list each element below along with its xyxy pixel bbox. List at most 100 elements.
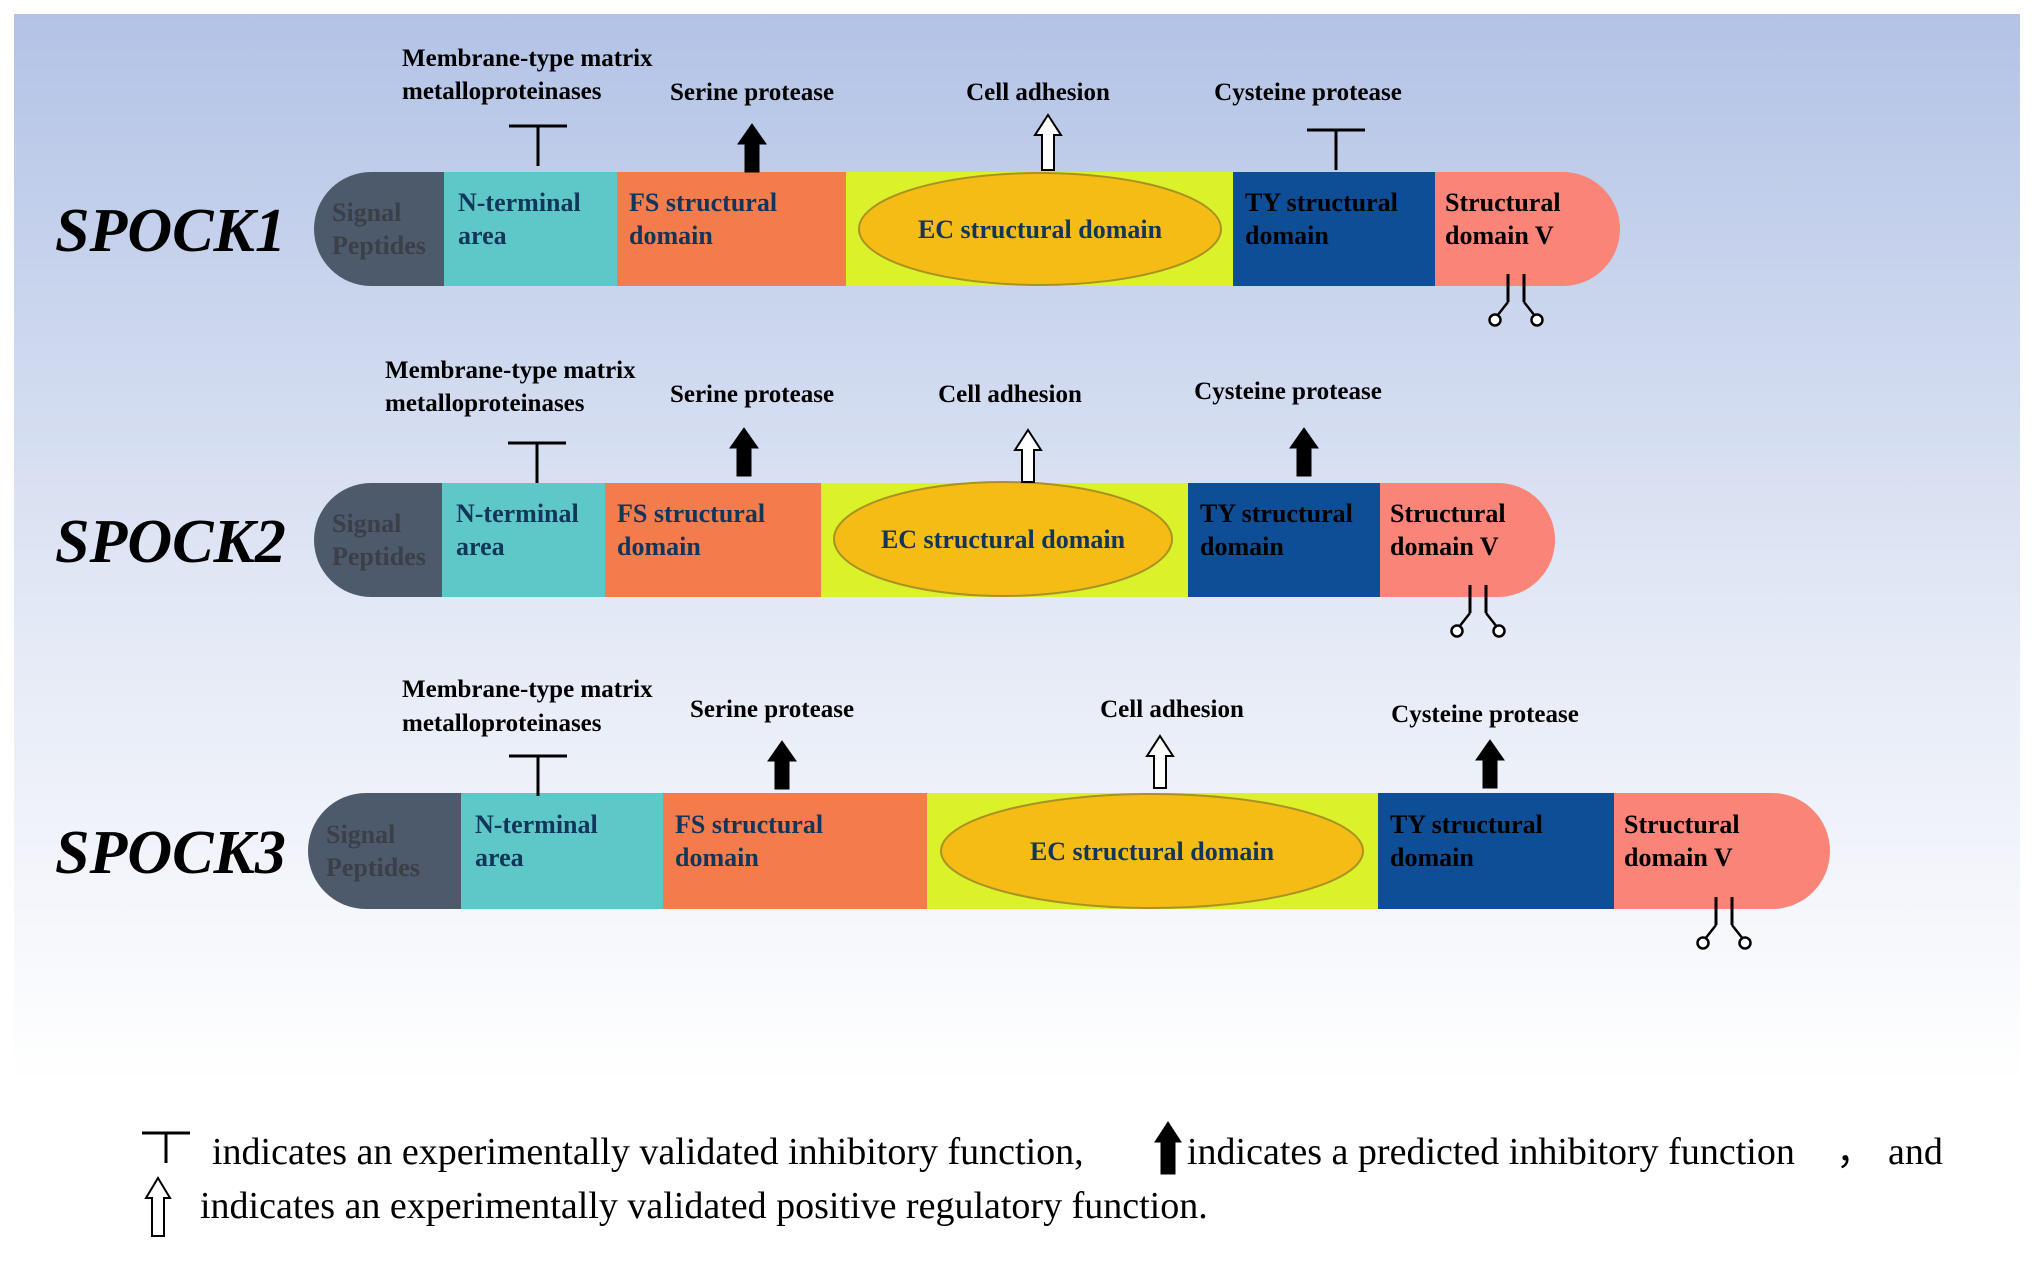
annotation-spock2-3: Cysteine protease: [1194, 378, 1382, 477]
annotation-label: Serine protease: [670, 79, 834, 106]
annotation-label: Cell adhesion: [1100, 696, 1244, 723]
domain-v-label: Structural domain V: [1445, 188, 1561, 250]
annotation-label: Cell adhesion: [966, 79, 1110, 106]
annotation-label-line: Serine protease: [670, 381, 834, 408]
annotation-label-line: Membrane-type matrix: [402, 676, 653, 703]
ty-domain-label-line: TY structural: [1390, 810, 1543, 839]
glycosylation-chain-icon: [1488, 274, 1544, 327]
fs-domain-segment: [617, 172, 846, 286]
filled-up-arrow-icon: [729, 427, 759, 477]
domain-v-segment: [1435, 172, 1620, 286]
legend-inhibit-entry: indicates an experimentally validated in…: [142, 1131, 1084, 1173]
annotation-label-line: Cell adhesion: [1100, 696, 1244, 723]
annotation-label: Cell adhesion: [938, 381, 1082, 408]
annotation-label-line: metalloproteinases: [402, 78, 602, 105]
domain-v-label-line: Structural: [1624, 810, 1740, 839]
annotation-label: Serine protease: [690, 696, 854, 723]
filled-up-arrow-icon: [1289, 427, 1319, 477]
signal-peptide-label-line: Peptides: [332, 542, 426, 571]
fs-domain-label-line: domain: [675, 843, 759, 872]
signal-peptide-label-line: Signal: [326, 820, 395, 849]
ty-domain-segment: [1378, 793, 1614, 909]
annotation-label-line: Serine protease: [690, 696, 854, 723]
fs-domain-segment: [663, 793, 927, 909]
domain-v-label-line: domain V: [1445, 221, 1554, 250]
domain-v-label-line: Structural: [1390, 499, 1506, 528]
gene-name-spock3: SPOCK3: [55, 819, 286, 887]
annotation-spock3-3: Cysteine protease: [1391, 701, 1579, 789]
annotation-label-line: metalloproteinases: [385, 390, 585, 417]
t-bar-inhibition-icon: [508, 441, 566, 483]
annotation-spock2-1: Serine protease: [670, 381, 834, 477]
domain-v-label-line: Structural: [1445, 188, 1561, 217]
t-bar-inhibition-icon: [509, 124, 567, 166]
annotation-label-line: Cysteine protease: [1391, 701, 1579, 728]
annotation-label-line: Serine protease: [670, 79, 834, 106]
n-terminal-label: N-terminal area: [475, 810, 598, 872]
signal-peptide-segment: [314, 172, 444, 286]
annotation-spock3-2: Cell adhesion: [1100, 696, 1244, 789]
ty-domain-label-line: TY structural: [1245, 188, 1398, 217]
gene-name-spock2: SPOCK2: [55, 508, 286, 576]
annotation-label: Cysteine protease: [1214, 79, 1402, 106]
hollow-up-arrow-icon: [1033, 113, 1063, 171]
ty-domain-segment: [1233, 172, 1435, 286]
legend-and-text: and: [1888, 1131, 1943, 1173]
ec-domain-ellipse: [833, 481, 1173, 597]
annotation-spock2-0: Membrane-type matrix metalloproteinases: [385, 357, 636, 483]
domain-v-label-line: domain V: [1624, 843, 1733, 872]
n-terminal-segment: [442, 483, 605, 597]
signal-peptide-label-line: Signal: [332, 198, 401, 227]
n-terminal-segment: [461, 793, 663, 909]
n-terminal-label-line: N-terminal: [475, 810, 598, 839]
hollow-up-arrow-icon: [1013, 428, 1043, 483]
n-terminal-label-line: area: [456, 532, 505, 561]
annotation-label: Membrane-type matrix metalloproteinases: [385, 357, 636, 417]
signal-peptide-label-line: Peptides: [326, 853, 420, 882]
annotation-label: Membrane-type matrix metalloproteinases: [402, 45, 653, 105]
filled-up-arrow-icon: [1475, 739, 1505, 789]
legend-hollow-entry: indicates an experimentally validated po…: [144, 1176, 1208, 1237]
signal-peptide-label-line: Signal: [332, 509, 401, 538]
glycosylation-chain-icon: [1696, 897, 1752, 950]
n-terminal-label-line: area: [475, 843, 524, 872]
fs-domain-label-line: domain: [617, 532, 701, 561]
glycosylation-chain-icon: [1450, 585, 1506, 638]
legend-filled-text: indicates a predicted inhibitory functio…: [1187, 1131, 1795, 1173]
gene-name-spock1: SPOCK1: [55, 197, 286, 265]
annotation-label-line: Cysteine protease: [1194, 378, 1382, 405]
t-bar-inhibition-icon: [509, 754, 567, 796]
ty-domain-label: TY structural domain: [1245, 188, 1398, 250]
hollow-up-arrow-icon: [1145, 734, 1175, 789]
annotation-label: Serine protease: [670, 381, 834, 408]
ty-domain-label-line: domain: [1245, 221, 1329, 250]
annotation-spock1-1: Serine protease: [670, 79, 834, 173]
annotation-label-line: Cell adhesion: [966, 79, 1110, 106]
legend-filled-entry: indicates a predicted inhibitory functio…: [1154, 1121, 1943, 1175]
ec-domain-ellipse: [858, 172, 1222, 286]
annotation-label-line: Membrane-type matrix: [385, 357, 636, 384]
n-terminal-label-line: N-terminal: [456, 499, 579, 528]
domain-v-label: Structural domain V: [1624, 810, 1740, 872]
legend-hollow-text: indicates an experimentally validated po…: [200, 1185, 1208, 1227]
ec-domain-label: EC structural domain: [918, 215, 1163, 244]
fs-domain-segment: [605, 483, 821, 597]
n-terminal-segment: [444, 172, 617, 286]
annotation-label-line: Membrane-type matrix: [402, 45, 653, 72]
domain-v-segment: [1380, 483, 1555, 597]
annotation-spock1-3: Cysteine protease: [1214, 79, 1402, 170]
